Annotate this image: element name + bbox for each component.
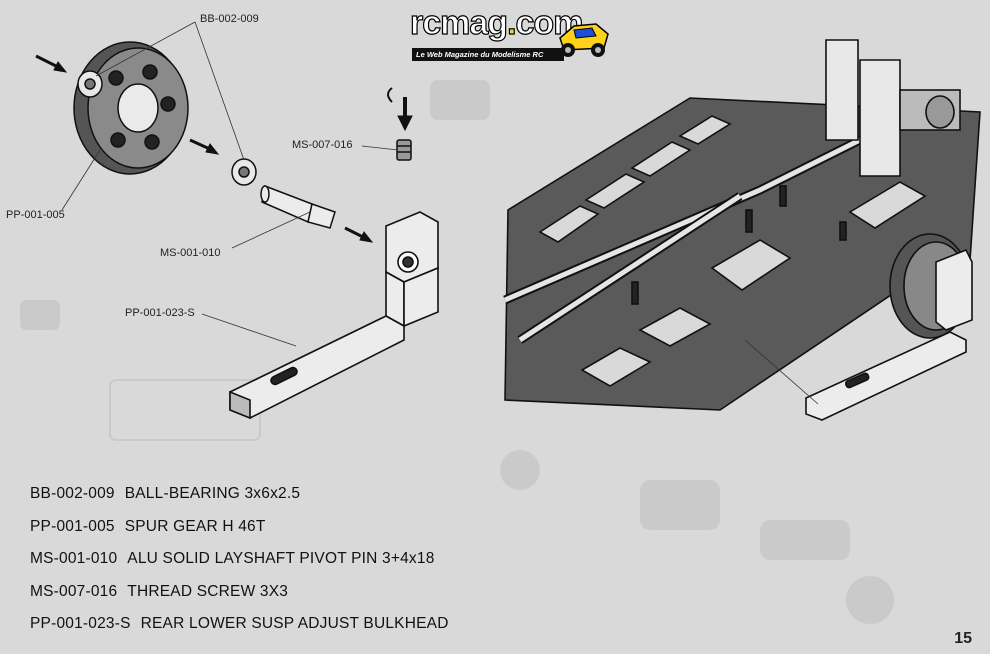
rear-bulkhead-part bbox=[229, 211, 439, 420]
ball-bearing-parts bbox=[77, 70, 257, 186]
callout-bb-002-009: BB-002-009 bbox=[200, 13, 259, 25]
thread-screw-part bbox=[396, 139, 412, 161]
layshaft-pin-part bbox=[260, 184, 336, 229]
legend-row: BB-002-009 BALL-BEARING 3x6x2.5 bbox=[30, 478, 449, 511]
page-number: 15 bbox=[954, 630, 972, 647]
legend-code: BB-002-009 bbox=[30, 485, 115, 502]
rcmag-logo[interactable]: rcmag.com Le Web Magazine du Modelisme R… bbox=[409, 3, 609, 64]
legend-description: THREAD SCREW 3X3 bbox=[127, 582, 289, 600]
legend-row: PP-001-005 SPUR GEAR H 46T bbox=[30, 511, 449, 544]
legend-row: MS-007-016 THREAD SCREW 3X3 bbox=[30, 576, 449, 609]
logo-wordmark: rcmag.com bbox=[409, 3, 584, 43]
legend-code: MS-001-010 bbox=[30, 550, 118, 567]
callout-ms-001-010: MS-001-010 bbox=[160, 247, 221, 259]
chassis-assembly bbox=[503, 39, 981, 421]
callout-leader-lines bbox=[61, 21, 399, 347]
background-ghost-art bbox=[20, 80, 894, 624]
legend-description: REAR LOWER SUSP ADJUST BULKHEAD bbox=[140, 615, 449, 632]
legend-code: PP-001-005 bbox=[30, 517, 115, 535]
rc-car-icon bbox=[559, 23, 609, 57]
assembly-arrows bbox=[35, 54, 413, 243]
legend-row: PP-001-023-S REAR LOWER SUSP ADJUST BULKH… bbox=[30, 608, 449, 641]
callout-ms-007-016: MS-007-016 bbox=[292, 139, 353, 151]
chassis-leader-line bbox=[744, 339, 819, 405]
parts-legend: BB-002-009 BALL-BEARING 3x6x2.5 PP-001-00… bbox=[30, 478, 449, 641]
legend-code: PP-001-023-S bbox=[30, 615, 131, 632]
logo-wordmark-dot: . bbox=[506, 3, 517, 42]
logo-wordmark-main: rcmag bbox=[409, 3, 508, 42]
legend-description: ALU SOLID LAYSHAFT PIVOT PIN 3+4x18 bbox=[127, 550, 435, 567]
callout-pp-001-005: PP-001-005 bbox=[6, 209, 65, 221]
callout-pp-001-023-s: PP-001-023-S bbox=[125, 307, 195, 319]
legend-row: MS-001-010 ALU SOLID LAYSHAFT PIVOT PIN 3… bbox=[30, 543, 449, 576]
logo-tagline: Le Web Magazine du Modelisme RC bbox=[412, 48, 564, 61]
legend-code: MS-007-016 bbox=[30, 582, 118, 600]
spur-gear-part bbox=[73, 41, 189, 175]
legend-description: SPUR GEAR H 46T bbox=[124, 517, 266, 535]
legend-description: BALL-BEARING 3x6x2.5 bbox=[124, 485, 301, 502]
